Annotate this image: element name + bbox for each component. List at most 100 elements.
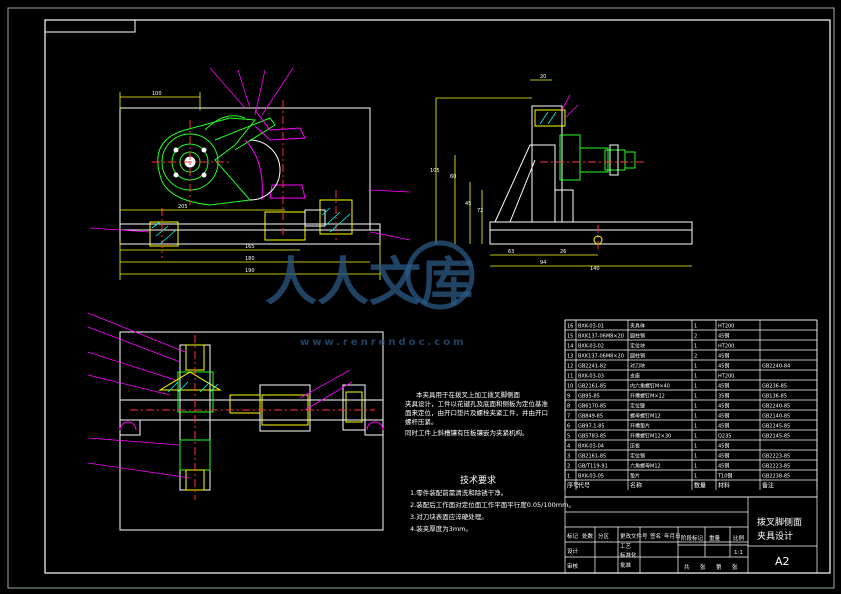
- bom-cell: 4: [567, 444, 570, 450]
- bom-cell: 45钢: [718, 353, 729, 360]
- bom-cell: 压板: [630, 443, 640, 450]
- tb-role-process: 工艺: [620, 543, 632, 550]
- tech-item-2: 2.装配后工作面对定位面工作平面平行度0.05/100mm。: [410, 500, 575, 509]
- bom-cell: GB2161-85: [578, 454, 606, 460]
- dim-side-9: 72: [477, 208, 483, 214]
- bom-cell: 2: [694, 334, 697, 340]
- tb-label-mark: 标记: [567, 532, 579, 540]
- bom-cell: GB2240-84: [762, 364, 790, 370]
- bom-cell: BXK137-06M8×20: [578, 334, 624, 340]
- tech-item-1: 1.零件装配前需清洗和除锈干净。: [410, 488, 507, 497]
- notes: 本夹具用于在拨叉上加工拨叉脚侧面 夹具设计，工件以花键孔及底面和侧板为定位基准 …: [405, 390, 575, 533]
- tb-role-review: 审核: [567, 562, 579, 570]
- bom-cell: 7: [567, 414, 570, 420]
- bom-cell: 定位键: [630, 403, 645, 410]
- bom-cell: 1: [694, 414, 697, 420]
- bom-cell: 螺母螺钉M12: [630, 413, 661, 420]
- bom-cell: 13: [567, 354, 573, 360]
- bom-header-cell: 材料: [718, 482, 730, 490]
- corner-box: [44, 19, 136, 33]
- dim-front-5: 190: [245, 268, 255, 274]
- bom-header-cell: 代号: [578, 482, 590, 490]
- bom-cell: 1: [694, 464, 697, 470]
- bom-cell: GB97.1-85: [578, 424, 605, 430]
- bom-cell: 夹具体: [630, 323, 645, 330]
- bom-cell: 圆柱销: [630, 353, 645, 360]
- bom-cell: BXK-03-01: [578, 324, 604, 330]
- tb-sheet-unit-1: 张: [700, 563, 706, 571]
- bom-cell: 1: [694, 394, 697, 400]
- description-line-3: 面来定位，由开口垫片及螺栓夹紧工件，并由开口: [405, 408, 548, 417]
- bom-cell: 11: [567, 374, 573, 380]
- tb-stage-label: 阶段标记: [681, 534, 704, 542]
- drawing-title-line-2: 夹具设计: [757, 530, 793, 542]
- bom-cell: BXK-03-05: [578, 474, 604, 480]
- tb-sheet-unit-2: 张: [732, 563, 738, 571]
- tech-item-3: 3.对刀块表面应淬硬处理。: [410, 512, 488, 521]
- bom-cell: 1: [694, 444, 697, 450]
- bom-cell: 1: [694, 434, 697, 440]
- tb-weight-label: 重量: [709, 534, 721, 542]
- bom-cell: GB2223-85: [762, 464, 790, 470]
- bom-cell: 1: [694, 364, 697, 370]
- bom-cell: 1: [694, 374, 697, 380]
- bom-cell: 45钢: [718, 463, 729, 470]
- dim-side-5: 140: [590, 266, 600, 272]
- bom-header-cell: 名称: [630, 482, 642, 490]
- bom-cell: 10: [567, 384, 573, 390]
- bom-cell: 内六角螺钉M×40: [630, 383, 670, 390]
- tech-requirements-title: 技术要求: [460, 474, 496, 486]
- tb-label-zone: 分区: [598, 532, 610, 540]
- tb-label-signature: 签名: [650, 532, 661, 540]
- bom-cell: HT200: [718, 374, 734, 380]
- bom-cell: BXK-03-04: [578, 444, 604, 450]
- tb-label-change-doc: 更改文件号: [620, 532, 648, 540]
- bom-cell: 45钢: [718, 453, 729, 460]
- watermark-url: www.renrendoc.com: [300, 337, 467, 348]
- watermark-brand: 人人文库: [265, 253, 473, 313]
- bom-cell: BXK-03-02: [578, 344, 604, 350]
- bom-cell: 开槽垫片: [630, 423, 650, 430]
- tb-label-count: 处数: [582, 532, 594, 540]
- bom-cell: GB2241-82: [578, 364, 606, 370]
- bom-cell: GB95-85: [578, 394, 600, 400]
- tb-sheet-no: 第: [716, 563, 722, 571]
- drawing-title-line-1: 拨叉脚侧面: [757, 516, 802, 528]
- dim-front-1: 100: [152, 91, 162, 97]
- bom-cell: 45钢: [718, 333, 729, 340]
- bom-cell: GB2238-85: [762, 474, 790, 480]
- sheet-size: A2: [775, 555, 790, 568]
- bom-cell: BXK137-06M8×20: [578, 354, 624, 360]
- bom-cell: 1: [567, 474, 570, 480]
- bom-cell: 1: [694, 324, 697, 330]
- bom-cell: 35钢: [718, 393, 729, 400]
- side-view: [435, 79, 693, 267]
- bom-cell: 定位销: [630, 453, 645, 460]
- dim-side-8: 45: [465, 201, 471, 207]
- bom-header-cell: 序号: [567, 482, 579, 490]
- bom-header-cell: 数量: [694, 482, 706, 490]
- bom-cell: 2: [694, 354, 697, 360]
- tb-role-design: 设计: [567, 547, 579, 555]
- bom-header-cell: 备注: [762, 482, 774, 490]
- bom-cell: 1: [694, 384, 697, 390]
- bom-cell: 圆柱销: [630, 333, 645, 340]
- front-view: [89, 67, 411, 280]
- bom-cell: GB2145-85: [762, 434, 790, 440]
- bom-cell: 1: [694, 454, 697, 460]
- bom-cell: 2: [567, 464, 570, 470]
- description-line-4: 螺杆压紧。: [405, 417, 438, 426]
- dim-front-3: 165: [245, 244, 255, 250]
- bom-cell: 45钢: [718, 423, 729, 430]
- bom-cell: GB236-85: [762, 384, 787, 390]
- bom-cell: GB2161-85: [578, 384, 606, 390]
- bom-cell: GB5783-85: [578, 434, 606, 440]
- title-block: [564, 496, 818, 574]
- dim-side-1: 20: [540, 74, 546, 80]
- tb-role-approve: 批准: [620, 561, 632, 569]
- bom-cell: 1: [694, 424, 697, 430]
- dim-front-2: 205: [178, 204, 188, 210]
- bom-cell: 1: [694, 404, 697, 410]
